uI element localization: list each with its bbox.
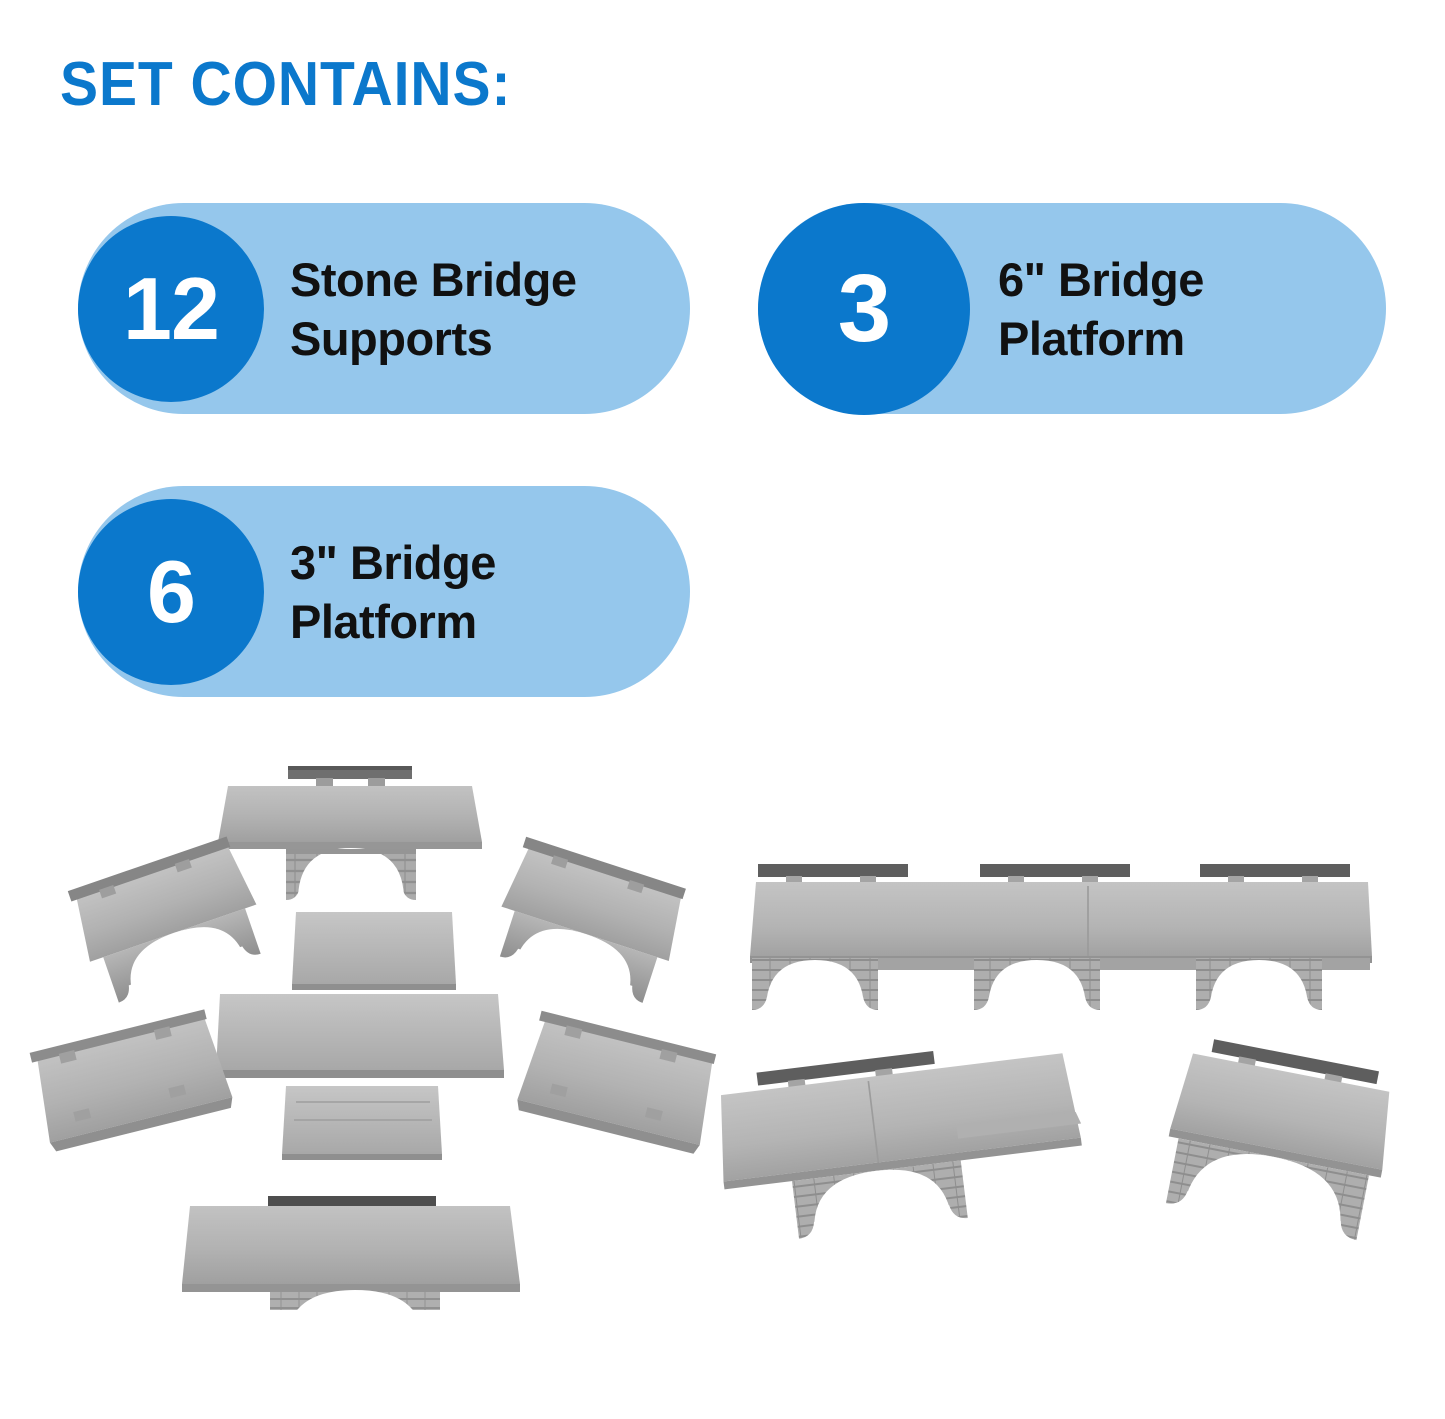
count-badge-1: 12 — [78, 215, 264, 402]
item-label-2: 6" Bridge Platform — [998, 252, 1204, 365]
count-badge-2: 3 — [758, 202, 970, 415]
assembled-long-bridge-three-arches — [750, 864, 1372, 1010]
part-stone-bridge-support-bottom — [182, 1196, 520, 1310]
exploded-parts-layout — [20, 750, 720, 1310]
count-badge-3: 6 — [78, 498, 264, 685]
part-support-angled-upper-left — [67, 836, 261, 1003]
product-photo-area — [0, 740, 1445, 1400]
item-label-1: Stone Bridge Supports — [290, 252, 577, 365]
count-value-3: 6 — [147, 541, 196, 641]
count-value-2: 3 — [837, 254, 891, 362]
set-contents-item-1: 12 Stone Bridge Supports — [78, 203, 690, 414]
part-short-platform-lower — [282, 1086, 442, 1160]
set-contents-item-3: 6 3" Bridge Platform — [78, 486, 690, 697]
part-support-angled-lower-left — [29, 1009, 233, 1152]
page-title: SET CONTAINS: — [60, 50, 512, 119]
assembled-short-bridge-one-arch — [720, 1050, 1082, 1239]
count-value-1: 12 — [123, 258, 220, 358]
part-long-platform — [216, 994, 504, 1078]
part-support-angled-upper-right — [499, 836, 686, 1003]
assembled-bridge-configurations — [700, 830, 1430, 1250]
item-label-3: 3" Bridge Platform — [290, 535, 496, 648]
part-stone-bridge-support-top — [218, 766, 482, 900]
set-contents-item-2: 3 6" Bridge Platform — [758, 202, 1386, 415]
part-short-platform-upper — [292, 912, 456, 990]
part-support-angled-lower-right — [517, 1010, 717, 1154]
single-stone-bridge-support-angled — [1165, 1039, 1390, 1241]
